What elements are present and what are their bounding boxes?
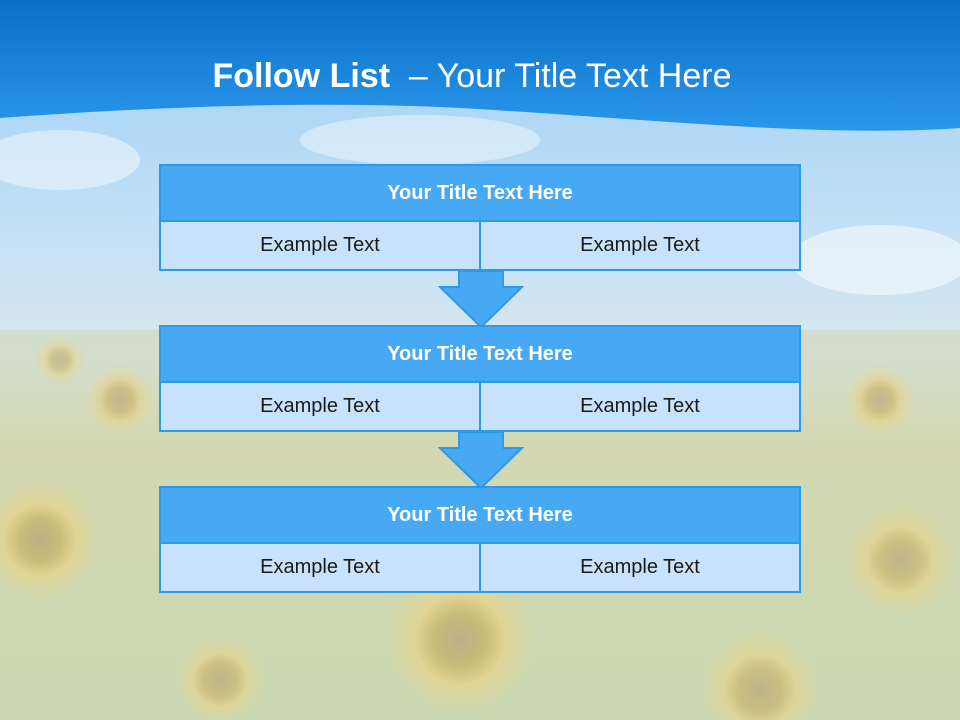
step-cell-left: Example Text [260,234,380,256]
step-cell-left: Example Text [260,395,380,417]
step-title: Your Title Text Here [161,327,799,383]
step-row: Example Text Example Text [161,544,799,591]
step-cell-right: Example Text [479,383,799,430]
step-cell-left: Example Text [260,556,380,578]
step-cell-right: Example Text [479,222,799,269]
slide-title: Follow List – Your Title Text Here [0,55,944,97]
down-arrow-icon [438,270,524,328]
step-box-3: Your Title Text Here Example Text Exampl… [159,486,801,593]
step-row: Example Text Example Text [161,222,799,269]
down-arrow-icon [438,431,524,489]
step-title: Your Title Text Here [161,488,799,544]
title-bar-shape [0,0,960,131]
step-box-1: Your Title Text Here Example Text Exampl… [159,164,801,271]
step-cell-right: Example Text [479,544,799,591]
step-box-2: Your Title Text Here Example Text Exampl… [159,325,801,432]
slide-title-rest: – Your Title Text Here [390,57,732,95]
step-title: Your Title Text Here [161,166,799,222]
slide-title-bold: Follow List [212,57,391,95]
step-row: Example Text Example Text [161,383,799,430]
